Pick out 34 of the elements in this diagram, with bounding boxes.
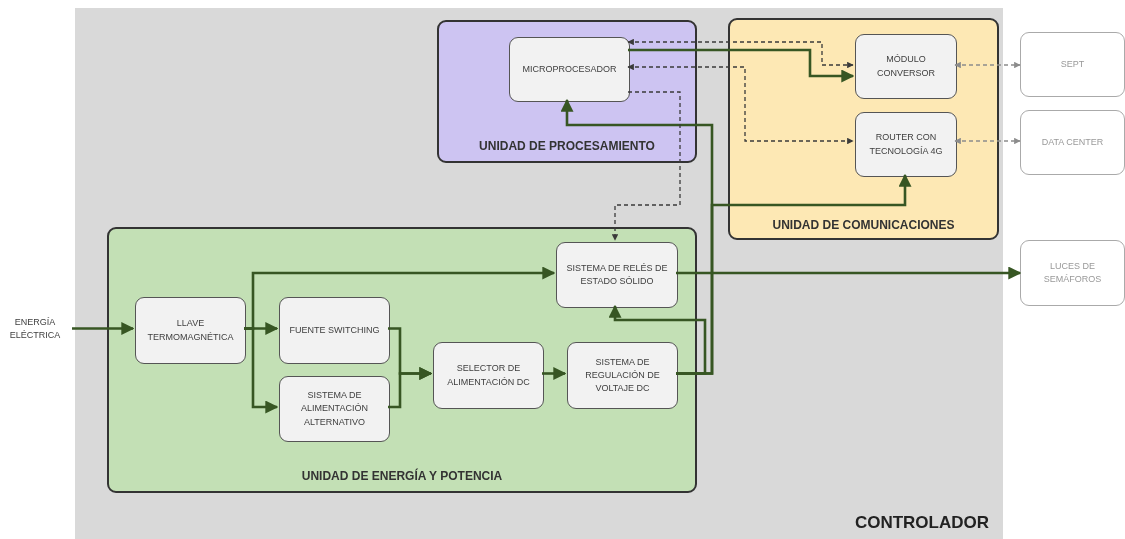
arrow <box>72 322 135 335</box>
process-box: ROUTER CON TECNOLOGÍA 4G <box>855 112 957 177</box>
controller-panel <box>75 8 1003 539</box>
dashed-arrow <box>954 61 1021 69</box>
external-device-box: LUCES DE SEMÁFOROS <box>1020 240 1125 306</box>
dashed-arrow <box>954 137 1021 145</box>
unit-title: UNIDAD DE ENERGÍA Y POTENCIA <box>300 469 504 483</box>
unit-title: UNIDAD DE COMUNICACIONES <box>771 218 956 232</box>
process-box: LLAVE TERMOMAGNÉTICA <box>135 297 246 364</box>
energy-unit-panel <box>107 227 697 493</box>
arrow <box>628 48 855 83</box>
arrow <box>244 266 556 330</box>
external-device-box: DATA CENTER <box>1020 110 1125 175</box>
arrow <box>676 266 1022 280</box>
unit-title: CONTROLADOR <box>854 513 989 533</box>
processing-unit-panel <box>437 20 697 163</box>
arrow <box>542 367 567 380</box>
arrow <box>388 367 433 409</box>
input-label: ENERGÍA ELÉCTRICA <box>0 312 70 346</box>
process-box: SELECTOR DE ALIMENTACIÓN DC <box>433 342 544 409</box>
process-box: MÓDULO CONVERSOR <box>855 34 957 99</box>
dashed-arrow <box>627 63 854 145</box>
process-box: SISTEMA DE ALIMENTACIÓN ALTERNATIVO <box>279 376 390 442</box>
arrow <box>560 98 714 375</box>
process-box: SISTEMA DE REGULACIÓN DE VOLTAJE DC <box>567 342 678 409</box>
process-box: SISTEMA DE RELÉS DE ESTADO SÓLIDO <box>556 242 678 308</box>
communications-unit-panel <box>728 18 999 240</box>
external-device-box: SEPT <box>1020 32 1125 97</box>
arrow <box>608 304 707 375</box>
dashed-arrow <box>611 91 681 241</box>
dashed-arrow <box>627 38 854 69</box>
process-box: MICROPROCESADOR <box>509 37 630 102</box>
process-box: FUENTE SWITCHING <box>279 297 390 364</box>
unit-title: UNIDAD DE PROCESAMIENTO <box>478 139 656 153</box>
